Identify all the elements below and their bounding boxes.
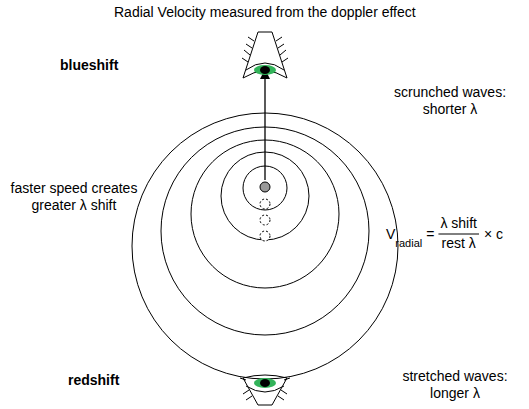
shift-label: redshift bbox=[68, 372, 119, 389]
wave-note: scrunched waves: shorter λ bbox=[390, 84, 510, 118]
shift-label: blueshift bbox=[60, 57, 118, 74]
motion-arrow bbox=[264, 74, 265, 180]
formula-factor: × c bbox=[484, 226, 503, 243]
formula-denominator: rest λ bbox=[442, 235, 476, 252]
formula-symbol: V bbox=[386, 226, 395, 243]
formula-numerator: λ shift bbox=[440, 215, 477, 232]
diagram-title: Radial Velocity measured from the dopple… bbox=[114, 4, 416, 21]
wave-note: stretched waves: longer λ bbox=[395, 368, 515, 402]
formula-equals: = bbox=[426, 226, 434, 243]
fraction-bar bbox=[438, 234, 479, 235]
observer-eye-bottom bbox=[240, 375, 290, 405]
formula-subscript: radial bbox=[395, 235, 422, 252]
speed-note: faster speed creates greater λ shift bbox=[4, 180, 144, 214]
source-positions bbox=[260, 182, 270, 241]
observer-eye-top bbox=[242, 32, 288, 78]
